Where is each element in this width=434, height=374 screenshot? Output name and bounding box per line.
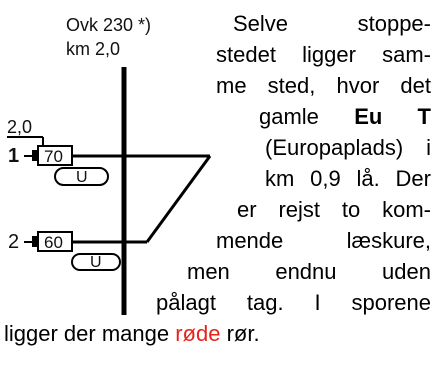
track1-pill <box>54 167 109 186</box>
track2-pill <box>71 253 121 271</box>
track2-pill-label: U <box>90 254 102 271</box>
text-line: er rejst to kom- <box>237 197 431 222</box>
track1-signal-block <box>32 150 37 161</box>
text-line: km 0,9 lå. Der <box>265 166 431 191</box>
text-line: stedet ligger sam- <box>216 42 431 67</box>
text-line: Selve stoppe- <box>233 11 431 36</box>
track2-signal-block <box>32 236 37 247</box>
text-line: gamle Eu T <box>259 104 431 129</box>
track2-speed: 60 <box>44 233 63 252</box>
eu-t-bold: Eu T <box>354 104 431 129</box>
text-line: men endnu uden <box>187 259 431 284</box>
text-line: pålagt tag. I sporene <box>156 290 431 315</box>
rode-red-word: røde <box>175 321 221 346</box>
crossover-track <box>145 155 212 243</box>
track1-number: 1 <box>8 145 19 167</box>
track2-number: 2 <box>8 231 19 253</box>
station-label: Ovk 230 *) <box>66 15 151 35</box>
track1-pill-label: U <box>76 169 88 186</box>
km-label: km 2,0 <box>66 39 120 59</box>
km-marker: 2,0 <box>7 117 32 137</box>
text-line: ligger der mange røde rør. <box>4 321 260 346</box>
text-line: (Europaplads) i <box>265 135 431 160</box>
track1-speed: 70 <box>44 147 63 166</box>
text-line: me sted, hvor det <box>216 73 431 98</box>
text-line: mende læskure, <box>216 228 431 253</box>
